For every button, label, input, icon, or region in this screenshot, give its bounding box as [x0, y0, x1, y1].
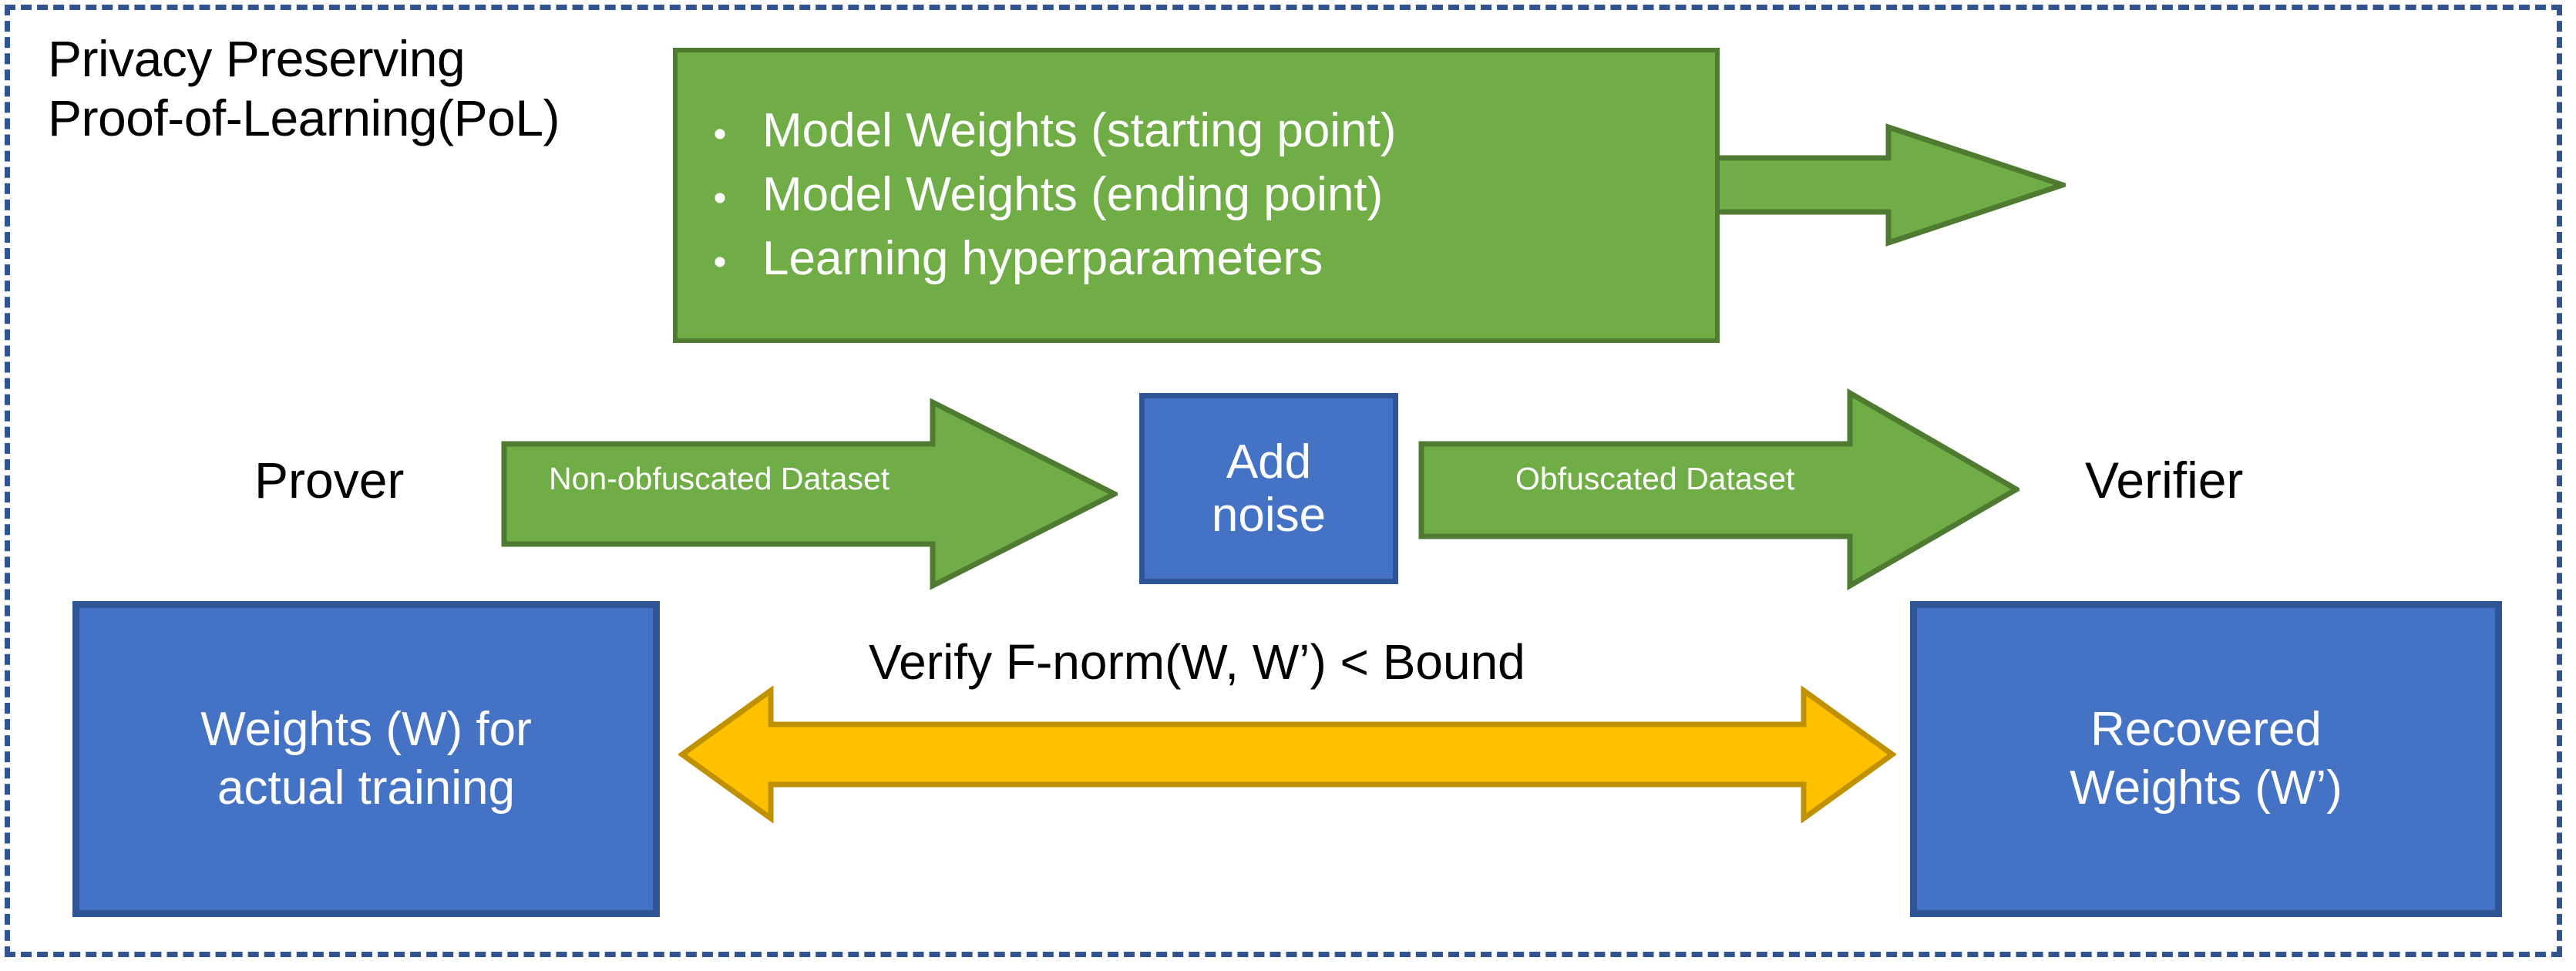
bullet-point-icon: •	[713, 241, 727, 283]
bullet-point-icon: •	[713, 114, 727, 156]
verify-fnorm-label: Verify F-norm(W, W’) < Bound	[869, 634, 1525, 690]
pol-artifacts-panel: • Model Weights (starting point) • Model…	[673, 48, 1720, 343]
panel-output-arrow	[1677, 123, 2072, 247]
verify-double-arrow	[678, 685, 1897, 824]
page-title: Privacy Preserving Proof-of-Learning(PoL…	[48, 30, 560, 146]
weights-actual-training-box: Weights (W) for actual training	[72, 601, 660, 917]
add-noise-line-1: Add	[1226, 435, 1312, 489]
recovered-weights-line-1: Recovered	[2090, 703, 2322, 757]
obfuscated-dataset-arrow	[1418, 385, 2022, 593]
bullet-label: Model Weights (starting point)	[762, 104, 1397, 158]
non-obfuscated-dataset-arrow-shape	[501, 398, 1121, 590]
add-noise-box: Add noise	[1139, 393, 1398, 584]
obfuscated-dataset-arrow-shape	[1418, 388, 2022, 591]
bullet-label: Learning hyperparameters	[762, 231, 1323, 285]
list-item: • Model Weights (starting point)	[678, 99, 1715, 163]
recovered-weights-box: Recovered Weights (W’)	[1910, 601, 2502, 917]
prover-label: Prover	[254, 452, 405, 509]
recovered-weights-line-2: Weights (W’)	[2070, 761, 2342, 815]
weights-actual-line-2: actual training	[217, 761, 516, 815]
verify-double-arrow-shape	[678, 685, 1897, 824]
bullet-point-icon: •	[713, 178, 727, 220]
list-item: • Learning hyperparameters	[678, 227, 1715, 291]
list-item: • Model Weights (ending point)	[678, 163, 1715, 227]
non-obfuscated-dataset-arrow	[501, 398, 1121, 590]
bullet-label: Model Weights (ending point)	[762, 168, 1384, 222]
panel-output-arrow-shape	[1677, 123, 2072, 247]
verifier-label: Verifier	[2085, 452, 2244, 509]
add-noise-line-2: noise	[1211, 489, 1327, 542]
weights-actual-line-1: Weights (W) for	[200, 703, 532, 757]
